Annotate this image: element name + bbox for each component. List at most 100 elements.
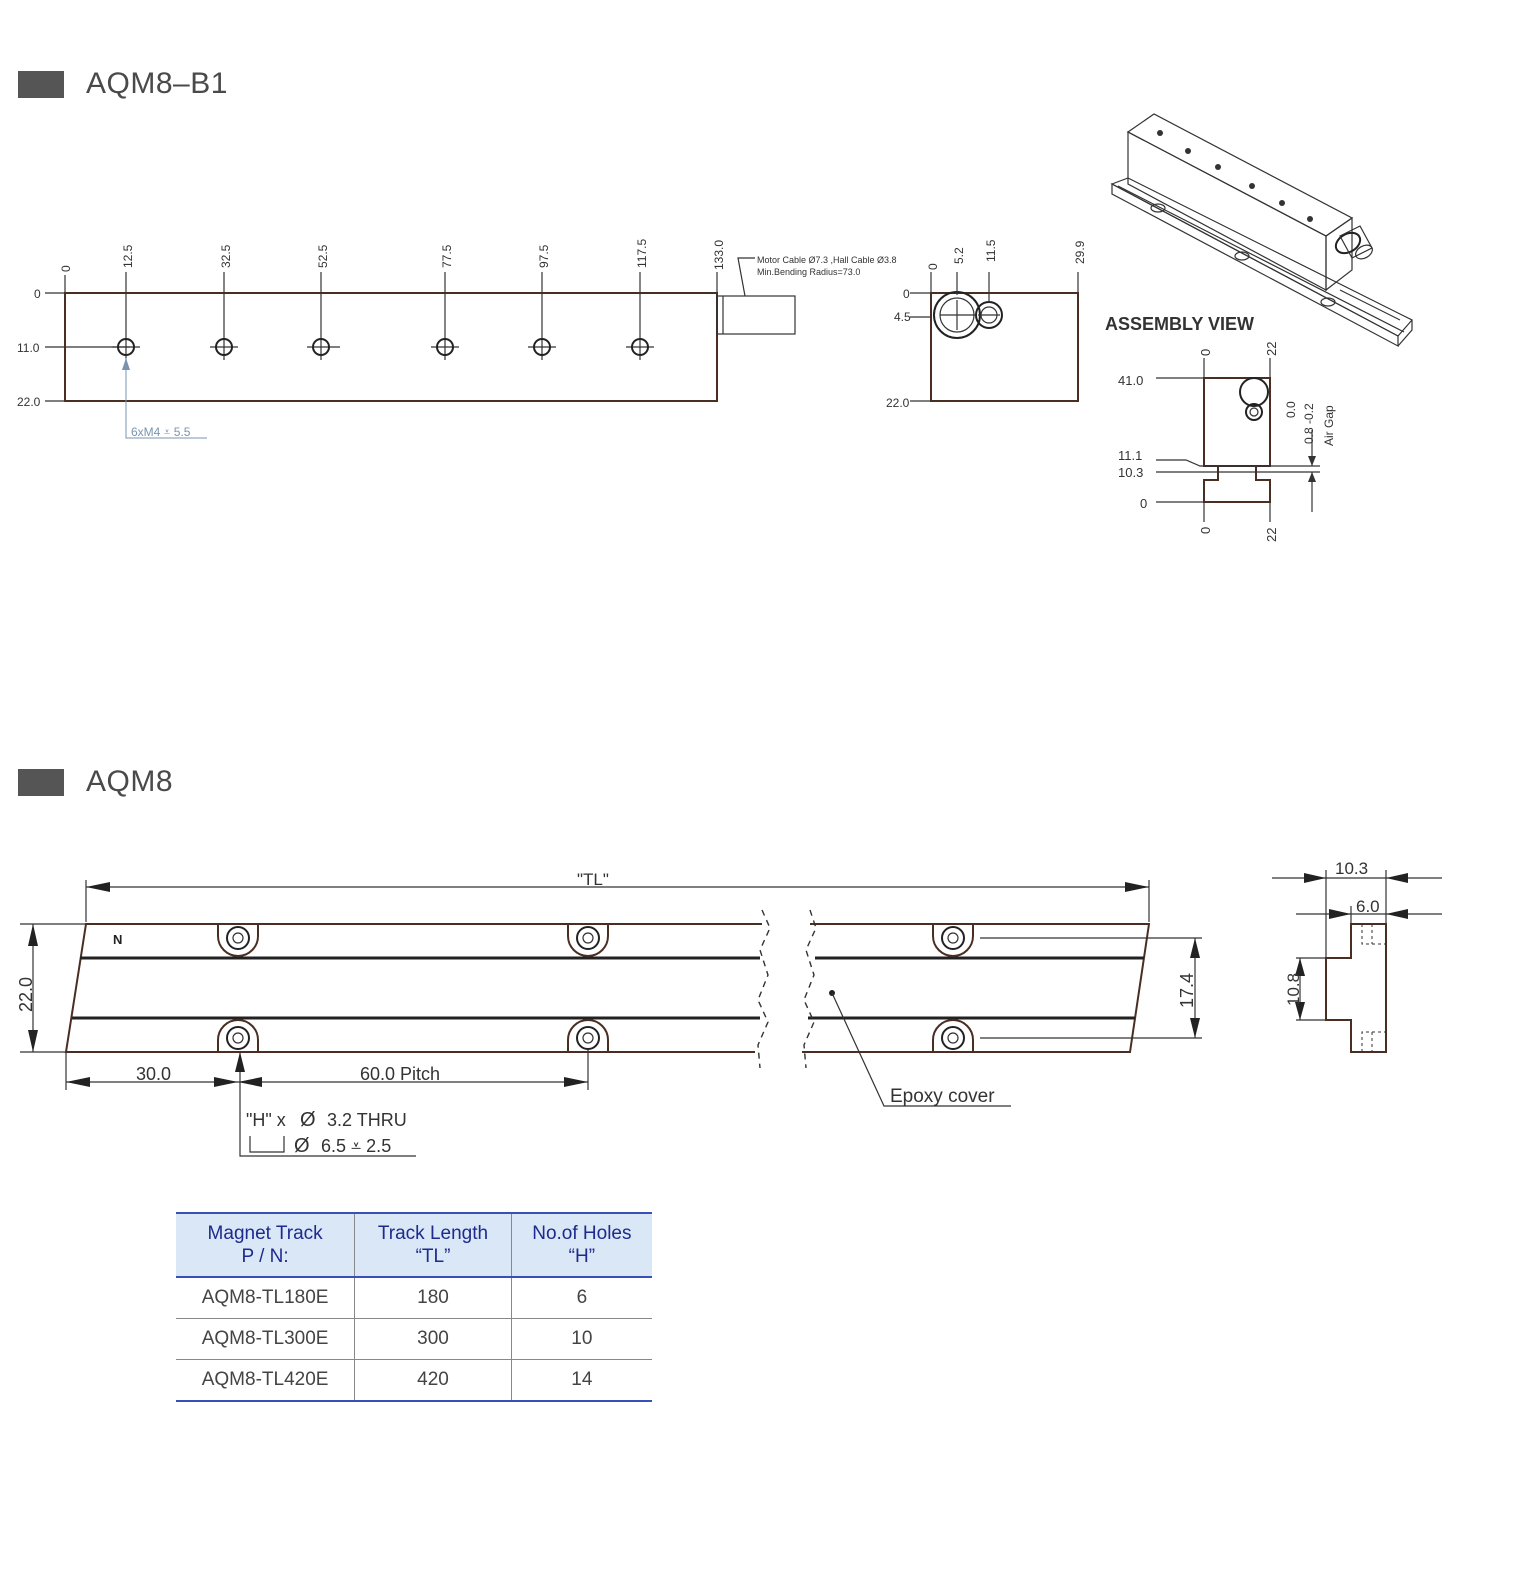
air-gap-value: 0.0 [1284,401,1298,418]
track-hole [932,924,974,957]
y-tick: 4.5 [894,310,911,324]
assembly-coil [1203,377,1271,467]
break-line [803,909,817,1069]
table-header: Track Length“TL” [354,1212,512,1278]
table-row: AQM8-TL180E 180 6 [176,1277,652,1319]
left-tick: 41.0 [1118,373,1143,388]
track-hole [932,1019,974,1052]
table-cell: 420 [354,1359,512,1402]
diameter-symbol: Ø [294,1135,310,1157]
table-cell: 6 [510,1277,652,1319]
end-body-outline [930,292,1079,402]
table-row: AQM8-TL420E 420 14 [176,1359,652,1402]
table-cell: AQM8-TL300E [176,1318,355,1360]
flange-width: 6.0 [1356,897,1380,916]
x-tick: 11.5 [984,239,998,262]
coil-end-view: 0 4.5 22.0 0 5.2 11.5 29.9 [886,239,1087,410]
mounting-hole [117,338,135,356]
x-tick: 97.5 [537,244,551,268]
magnet-height: 10.8 [1284,973,1303,1006]
top-tick: 0 [1198,349,1213,356]
magnet-track-top-view: "TL" N [16,870,1202,1157]
x-tick: 133.0 [712,240,726,270]
x-tick: 52.5 [316,244,330,268]
table-cell: 14 [510,1359,652,1402]
hole-callout: 6xM4 ⩡ 5.5 [131,425,191,439]
hole-pitch: 60.0 Pitch [360,1064,440,1084]
y-tick: 0 [903,287,910,301]
section-header-aqm8: AQM8 [18,765,174,798]
coil-body-outline [64,292,718,402]
left-tick: 10.3 [1118,465,1143,480]
counterbore-label: 6.5 ⩡ 2.5 [321,1136,391,1156]
section-marker [18,768,64,796]
hole-count-label: "H" x [246,1110,286,1130]
counterbore-symbol [249,1136,285,1153]
top-tick: 22 [1264,342,1279,356]
mounting-hole [533,338,551,356]
track-hole [567,1019,609,1052]
air-gap-label: Air Gap [1322,405,1336,446]
x-tick: 12.5 [121,244,135,268]
y-tick: 22.0 [886,396,910,410]
section-title: AQM8 [86,765,174,798]
table-cell: 300 [354,1318,512,1360]
track-hole [217,924,259,957]
x-tick: 5.2 [952,247,966,264]
thru-hole-label: 3.2 THRU [327,1110,407,1130]
diameter-symbol: Ø [300,1109,316,1131]
table-cell: 10 [510,1318,652,1360]
assembly-view: ASSEMBLY VIEW 0 22 0 22 41.0 11.1 10.3 0… [1105,314,1336,542]
x-tick: 32.5 [219,244,233,268]
bending-radius-note: Min.Bending Radius=73.0 [757,267,860,277]
mounting-hole [631,338,649,356]
table-cell: AQM8-TL180E [176,1277,355,1319]
cable-note: Motor Cable Ø7.3 ,Hall Cable Ø3.8 [757,255,897,265]
air-gap-tolerance: 0.8 -0.2 [1302,403,1316,444]
hole-spacing: 17.4 [1177,973,1197,1008]
section-title: AQM8–B1 [86,67,228,100]
mounting-hole [436,338,454,356]
hole-column: 117.5 [626,239,654,360]
isometric-view [1110,113,1413,347]
bottom-tick: 22 [1264,528,1279,542]
mounting-hole [215,338,233,356]
track-profile [1325,923,1387,1053]
cable-leader [737,257,755,297]
hole-column: 77.5 [431,244,459,360]
y-tick: 0 [34,287,41,301]
x-tick: 0 [59,265,73,272]
table-cell: AQM8-TL420E [176,1359,355,1402]
table-cell: 180 [354,1277,512,1319]
hole-callout-leader [239,1052,416,1157]
x-tick: 117.5 [635,239,649,268]
track-hole [217,1019,259,1052]
epoxy-leader [831,992,1011,1107]
track-width: 10.3 [1335,859,1368,878]
assembly-title: ASSEMBLY VIEW [1105,314,1254,334]
bottom-tick: 0 [1198,527,1213,534]
track-hole [567,924,609,957]
tl-dimension: "TL" [577,870,609,889]
end-offset: 30.0 [136,1064,171,1084]
x-tick: 77.5 [440,244,454,268]
track-height: 22.0 [16,977,36,1012]
hole-column: 32.5 [210,244,238,360]
section-header-aqm8-b1: AQM8–B1 [18,67,228,100]
hole-column: 97.5 [528,244,556,360]
epoxy-label: Epoxy cover [890,1086,995,1107]
mounting-hole [312,338,330,356]
break-line [757,909,771,1069]
x-tick: 0 [926,263,940,270]
track-right-outline [802,923,1151,1053]
table-header: No.of Holes“H” [510,1212,652,1278]
track-left-outline [64,923,762,1053]
hole-column: 52.5 [307,244,340,360]
coil-top-view: 0 11.0 22.0 0 12.5 32.5 52.5 77.5 [17,239,897,439]
y-tick: 22.0 [17,395,41,409]
callout-leader [125,358,207,439]
